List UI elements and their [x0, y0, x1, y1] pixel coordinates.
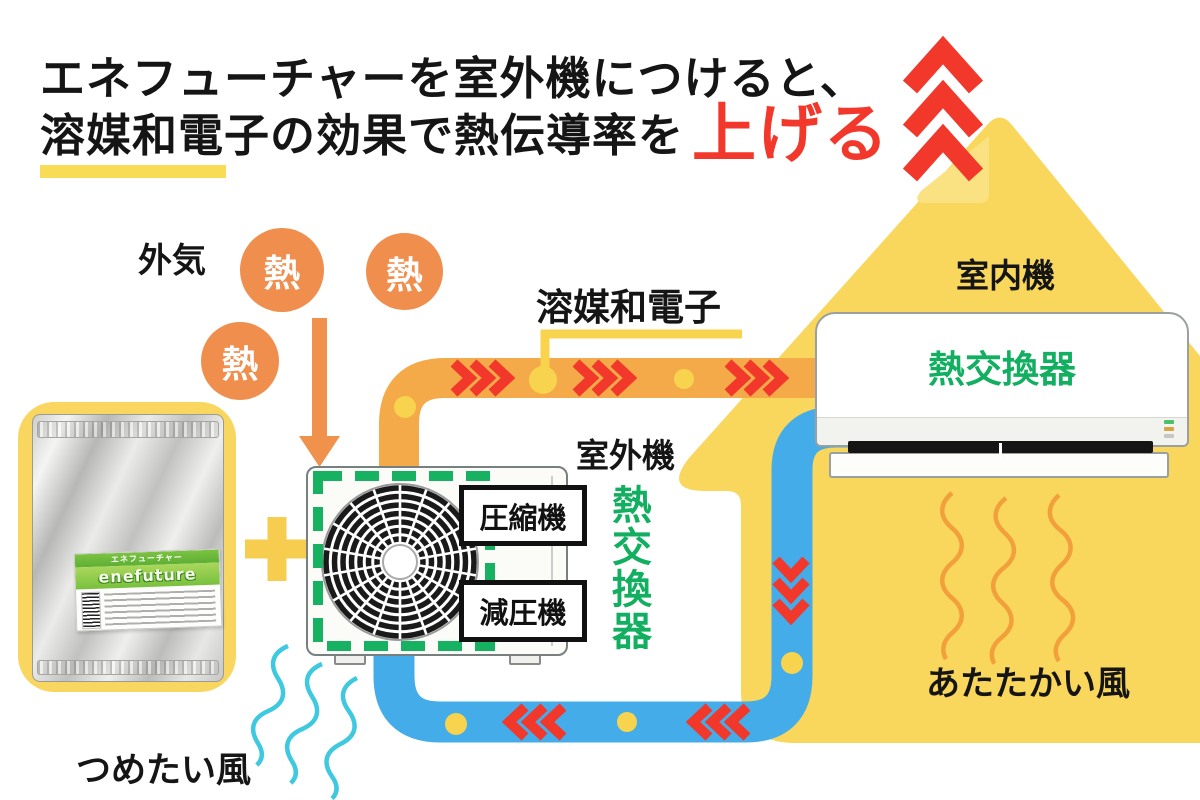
indicator-green: [1164, 420, 1174, 424]
heat-bubble-label: 熱: [263, 252, 301, 295]
cold-wind-label: つめたい風: [76, 751, 252, 791]
rise-chevrons-icon: [902, 35, 984, 182]
outside-air-label: 外気: [138, 241, 206, 281]
headline-line2-red: 上げる: [692, 98, 891, 172]
electron-dots: [394, 369, 803, 735]
solvated-electron-label: 溶媒和電子: [536, 286, 721, 329]
heat-bubble-label: 熱: [221, 343, 259, 386]
bag-seal-top: [37, 421, 219, 438]
indoor-unit-lower-panel: [817, 417, 1187, 445]
down-arrow-icon: [299, 318, 340, 467]
pressure-reducer-label-box: 減圧機: [459, 580, 587, 642]
indicator-orange: [1164, 427, 1174, 431]
indoor-unit-label: 室内機: [956, 256, 1055, 295]
bag-seal-bottom: [37, 660, 219, 675]
indoor-unit-outlet-divider: [999, 443, 1002, 460]
fan-grille-icon: [313, 471, 495, 651]
brand-logo: enefuture: [75, 562, 220, 590]
cold-wind-waves-icon: [243, 643, 367, 800]
warm-wind-label: あたたかい風: [926, 664, 1130, 704]
pressure-reducer-label: 減圧機: [479, 596, 567, 630]
product-label: エネフューチャー enefuture: [73, 548, 223, 632]
roof-highlight: [917, 136, 989, 203]
plus-icon: [245, 517, 309, 581]
fine-print-lines: [104, 589, 217, 626]
product-package-card: エネフューチャー enefuture: [18, 402, 236, 692]
heat-bubble: 熱: [201, 322, 279, 400]
treated-area-dashed-border: [313, 471, 495, 651]
heat-bubble-label: 熱: [386, 253, 423, 297]
headline-line1: エネフューチャーを室外機につけると、: [40, 52, 866, 105]
indoor-unit-indicator-lights: [1164, 420, 1174, 438]
indoor-unit: 熱交換器: [815, 312, 1189, 447]
headline-line2-black: 溶媒和電子の効果で熱伝導率を: [40, 109, 685, 162]
title-underline: [40, 165, 226, 178]
foil-bag: エネフューチャー enefuture: [32, 414, 224, 682]
orange-pipe: [379, 358, 858, 476]
outdoor-unit: [306, 466, 568, 656]
heat-bubble: 熱: [366, 233, 443, 310]
heat-bubble: 熱: [240, 228, 324, 312]
barcode: [81, 591, 102, 630]
indicator-gray: [1164, 434, 1174, 438]
outdoor-heat-exchanger-label: 熱交換器: [605, 484, 651, 652]
blue-pipe: [373, 406, 852, 743]
solvated-electron-leader-line: [540, 329, 742, 368]
compressor-label: 圧縮機: [479, 500, 567, 535]
solvated-electron-dot: [529, 366, 557, 394]
headline-line2: 溶媒和電子の効果で熱伝導率を上げる: [40, 98, 890, 167]
indoor-heat-exchanger-label: 熱交換器: [928, 348, 1076, 391]
outdoor-unit-seam: [551, 476, 553, 646]
compressor-label-box: 圧縮機: [459, 485, 587, 546]
outdoor-unit-label: 室外機: [576, 436, 675, 475]
